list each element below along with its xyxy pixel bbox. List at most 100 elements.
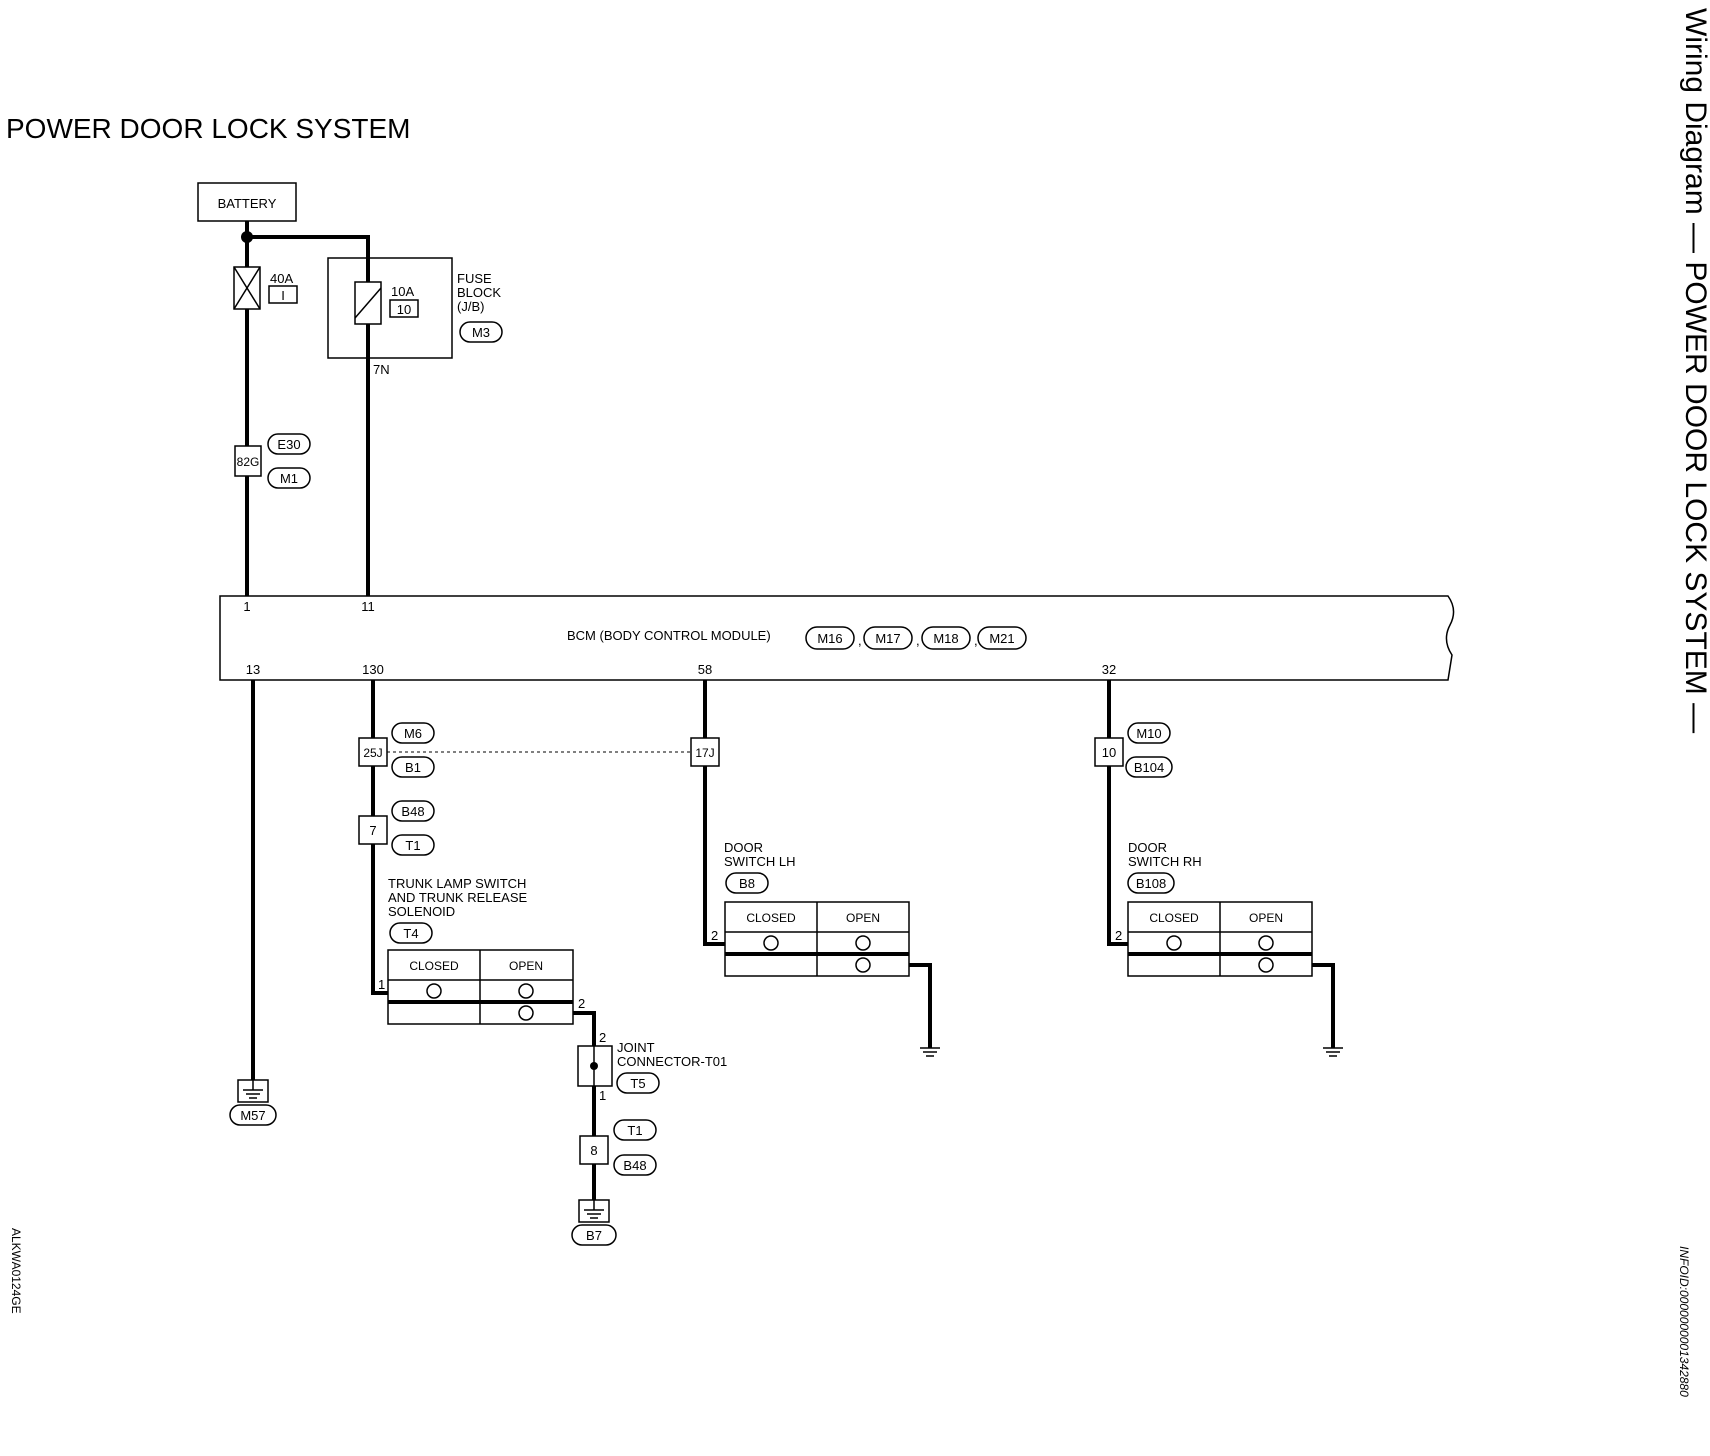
joint-connector-label-1: JOINT	[617, 1040, 655, 1055]
bcm-connector-sep-2: ,	[916, 633, 920, 648]
ground-b7-pill	[571, 1224, 617, 1246]
connector-m10-pill	[1127, 722, 1171, 744]
connector-25j-terminal: 25J	[363, 746, 382, 760]
door-rh-open: OPEN	[1249, 911, 1283, 925]
joint-connector-pin-2: 2	[599, 1030, 606, 1045]
page-title: POWER DOOR LOCK SYSTEM	[6, 113, 411, 144]
door-rh-label-2: SWITCH RH	[1128, 854, 1202, 869]
bcm-pin-58: 58	[698, 662, 712, 677]
door-rh-label-1: DOOR	[1128, 840, 1167, 855]
trunk-switch-label-2: AND TRUNK RELEASE	[388, 890, 528, 905]
connector-b108: B108	[1136, 876, 1166, 891]
connector-t4-pill	[389, 922, 433, 944]
door-rh-closed: CLOSED	[1149, 911, 1199, 925]
bcm-pin-11: 11	[361, 599, 375, 614]
side-title: Wiring Diagram — POWER DOOR LOCK SYSTEM …	[1679, 8, 1710, 733]
connector-b104: B104	[1134, 760, 1164, 775]
battery-box	[197, 182, 297, 222]
door-lh-closed: CLOSED	[746, 911, 796, 925]
connector-b8-pill	[725, 872, 769, 894]
connector-e30-pill	[267, 433, 311, 455]
trunk-switch-pin-2: 2	[578, 996, 585, 1011]
bcm-connector-m16: M16	[817, 631, 842, 646]
connector-t4: T4	[403, 926, 418, 941]
main-fuse-id: I	[281, 288, 285, 303]
door-rh-open-contact-top	[1258, 935, 1274, 951]
connector-b104-pill	[1125, 756, 1173, 778]
connector-8	[579, 1135, 609, 1165]
bcm-connector-m18: M18	[933, 631, 958, 646]
joint-connector-label-2: CONNECTOR-T01	[617, 1054, 727, 1069]
fuse-block-label-1: FUSE	[457, 271, 492, 286]
connector-t1b-pill	[613, 1119, 657, 1141]
connector-10	[1094, 737, 1124, 767]
bcm-connector-m17-pill	[863, 626, 913, 650]
main-fuse-rating: 40A	[270, 271, 293, 286]
trunk-switch-open: OPEN	[509, 959, 543, 973]
door-lh-closed-contact	[763, 935, 779, 951]
connector-82g-terminal: 82G	[237, 455, 260, 469]
trunk-switch-label-3: SOLENOID	[388, 904, 455, 919]
joint-connector-pin-1: 1	[599, 1088, 606, 1103]
connector-b48b: B48	[623, 1158, 646, 1173]
connector-82g	[234, 445, 262, 477]
connector-t1: T1	[405, 838, 420, 853]
door-rh-open-contact-bottom	[1258, 957, 1274, 973]
info-id: INFOID:0000000001342880	[1677, 1246, 1691, 1397]
fuse-10a-id: 10	[397, 302, 411, 317]
bcm-connector-sep-3: ,	[974, 633, 978, 648]
bcm-connector-m17: M17	[875, 631, 900, 646]
figure-id: ALKWA0124GE	[9, 1228, 23, 1314]
fuse-block-label-3: (J/B)	[457, 299, 484, 314]
door-lh-label-2: SWITCH LH	[724, 854, 796, 869]
fuse-block-label-2: BLOCK	[457, 285, 501, 300]
connector-10-terminal: 10	[1102, 745, 1116, 760]
trunk-switch-pin-1: 1	[378, 977, 385, 992]
door-rh-closed-contact	[1166, 935, 1182, 951]
trunk-switch-label-1: TRUNK LAMP SWITCH	[388, 876, 526, 891]
connector-7-terminal: 7	[369, 823, 376, 838]
bcm-pin-13: 13	[246, 662, 260, 677]
connector-7	[358, 815, 388, 845]
connector-m10: M10	[1136, 726, 1161, 741]
joint-connector-dot	[590, 1062, 598, 1070]
connector-t5: T5	[630, 1076, 645, 1091]
bcm-connector-m16-pill	[805, 626, 855, 650]
connector-m3-pill	[459, 321, 503, 343]
connector-b8: B8	[739, 876, 755, 891]
battery-label: BATTERY	[218, 196, 277, 211]
connector-b1: B1	[405, 760, 421, 775]
connector-b48-pill	[391, 800, 435, 822]
trunk-closed-contact	[426, 983, 442, 999]
connector-8-terminal: 8	[590, 1143, 597, 1158]
connector-b108-pill	[1127, 872, 1175, 894]
bcm-connector-m21-pill	[977, 626, 1027, 650]
connector-m6-pill	[391, 722, 435, 744]
ground-m57: M57	[240, 1108, 265, 1123]
connector-m3: M3	[472, 325, 490, 340]
bcm-pin-130: 130	[362, 662, 384, 677]
bcm-connector-m21: M21	[989, 631, 1014, 646]
door-lh-label-1: DOOR	[724, 840, 763, 855]
bcm-pin-1: 1	[243, 599, 250, 614]
connector-t5-pill	[616, 1072, 660, 1094]
connector-t1b: T1	[627, 1123, 642, 1138]
bcm-connector-m18-pill	[921, 626, 971, 650]
connector-17j	[690, 737, 720, 767]
door-lh-open-contact-bottom	[855, 957, 871, 973]
connector-t1-pill	[391, 834, 435, 856]
door-rh-pin: 2	[1115, 928, 1122, 943]
connector-m1-pill	[267, 467, 311, 489]
door-lh-open-contact-top	[855, 935, 871, 951]
ground-m57-pill	[229, 1104, 277, 1126]
connector-m1: M1	[280, 471, 298, 486]
connector-b1-pill	[391, 756, 435, 778]
door-lh-pin: 2	[711, 928, 718, 943]
fuse-10a-id-box	[389, 299, 419, 318]
ground-b7: B7	[586, 1228, 602, 1243]
fuse-block-terminal: 7N	[373, 362, 390, 377]
door-lh-open: OPEN	[846, 911, 880, 925]
bcm-connector-sep-1: ,	[858, 633, 862, 648]
connector-m6: M6	[404, 726, 422, 741]
